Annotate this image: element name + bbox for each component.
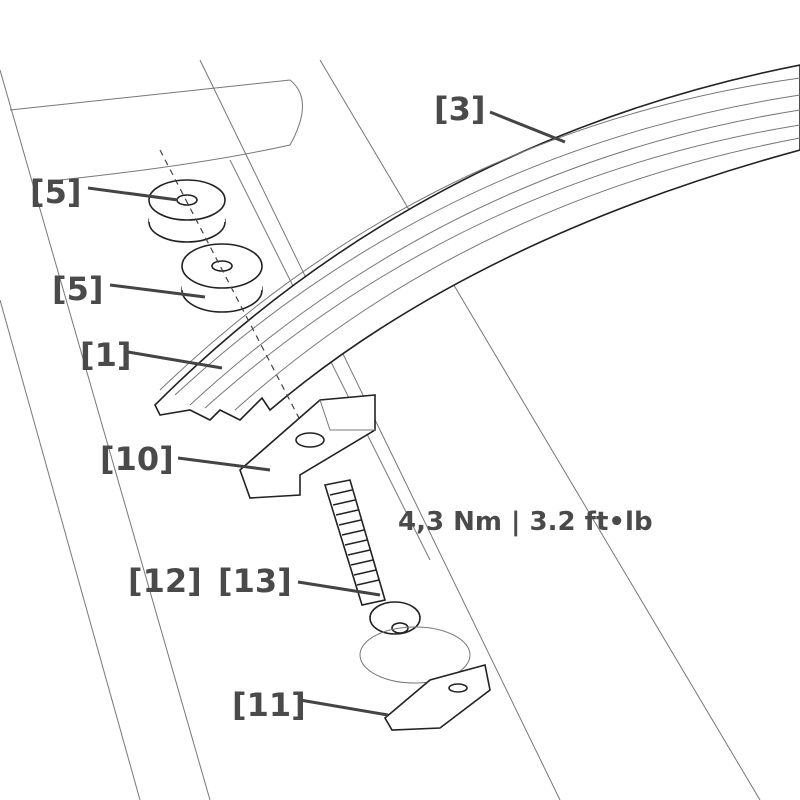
- clamp-upper: [239, 394, 376, 499]
- label-rail-lower: [1]: [80, 336, 132, 374]
- bolt: [323, 479, 471, 684]
- label-rail-top: [3]: [434, 90, 486, 128]
- clamp-lower: [383, 664, 491, 731]
- label-tool: [12]: [128, 562, 202, 600]
- label-spacer-upper: [5]: [30, 173, 82, 211]
- rail-profile: [154, 64, 800, 421]
- label-clamp-upper: [10]: [100, 440, 174, 478]
- label-bolt: [13]: [218, 562, 292, 600]
- spacer-lower: [181, 243, 263, 313]
- leader-lines: [87, 110, 566, 717]
- label-spacer-lower: [5]: [52, 270, 104, 308]
- spacer-upper: [148, 179, 226, 243]
- axis-line: [159, 149, 301, 421]
- torque-spec: 4,3 Nm | 3.2 ft•lb: [398, 507, 653, 537]
- label-clamp-lower: [11]: [232, 686, 306, 724]
